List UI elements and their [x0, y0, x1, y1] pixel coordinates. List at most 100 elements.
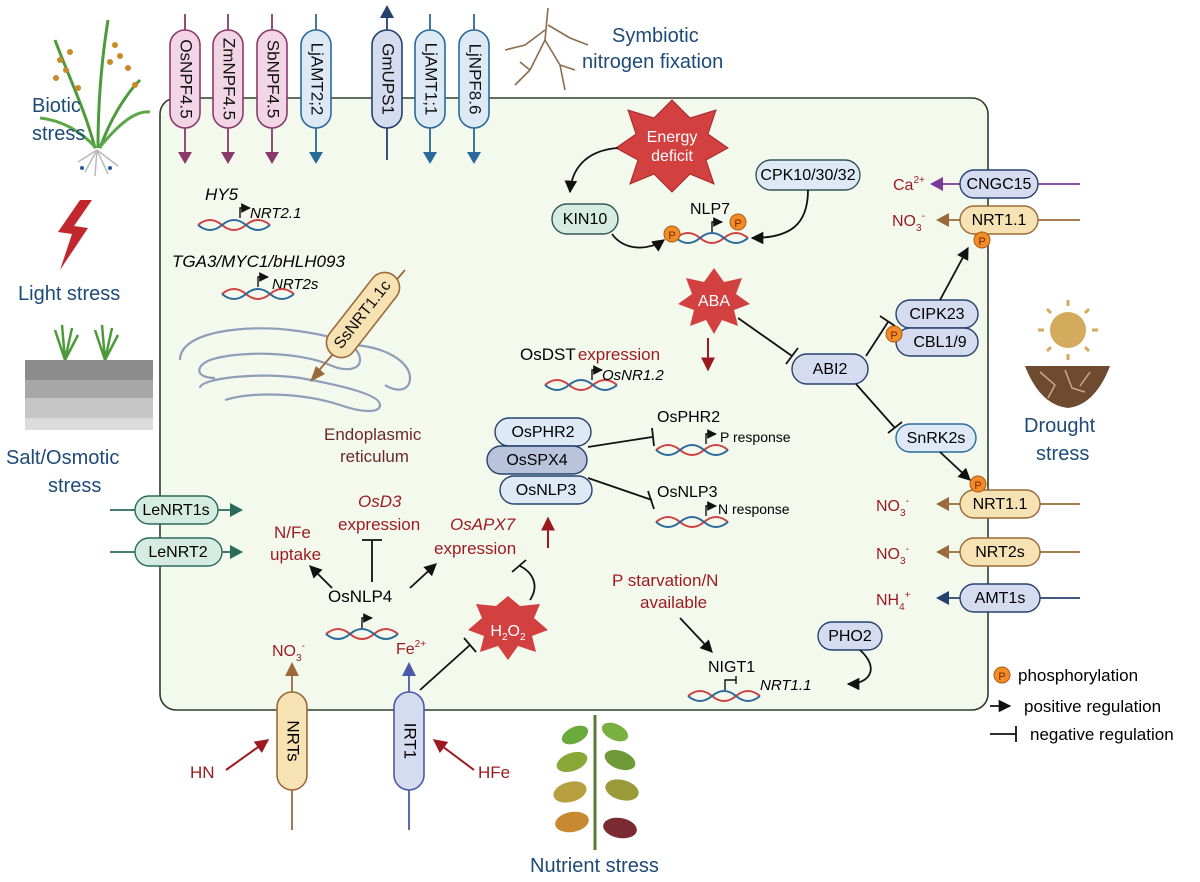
osspx4-label: OsSPX4: [506, 452, 567, 469]
phospho-icon: [885, 325, 903, 343]
irt1-pill: [393, 691, 425, 791]
pho2-node: [817, 621, 883, 651]
er-label-2: reticulum: [340, 447, 409, 466]
amt1s-label: AMT1s: [975, 590, 1026, 607]
osapx7-label: OsAPX7: [450, 515, 516, 534]
hfe-label: HFe: [478, 763, 510, 782]
hy5-nrt21-gene: HY5 NRT2.1: [197, 185, 301, 231]
abi2-label: ABI2: [813, 361, 848, 378]
svg-text:NRT2s: NRT2s: [272, 276, 319, 293]
nrts-label: NRTs: [284, 720, 303, 761]
osd3-expression-label: expression: [338, 515, 420, 534]
svg-text:P: P: [974, 480, 981, 492]
abi2-node: [791, 353, 869, 385]
osnlp3-gene-label: OsNLP3: [657, 484, 718, 501]
cipk23-label: CIPK23: [909, 306, 964, 323]
osnlp4-gene: [325, 613, 399, 640]
osnlp3-label: OsNLP3: [516, 482, 577, 499]
lenrt1s-label: LeNRT1s: [142, 502, 209, 519]
legend: P phosphorylation positive regulation ne…: [990, 666, 1174, 744]
legend-negative: negative regulation: [1030, 725, 1174, 744]
svg-text:TGA3/MYC1/bHLH093: TGA3/MYC1/bHLH093: [172, 252, 345, 271]
ljamt22-label: LjAMT2;2: [308, 43, 327, 116]
osspx4-node: [486, 445, 588, 475]
cpk-label: CPK10/30/32: [760, 167, 855, 184]
salt-soil-icon: [25, 324, 153, 430]
svg-text:P: P: [978, 236, 985, 248]
nlp7-label: NLP7: [690, 201, 730, 218]
nh4-label: NH4+: [876, 590, 911, 613]
nrt11-mid-label: NRT1.1: [973, 496, 1028, 513]
gmups1-label: GmUPS1: [379, 43, 398, 115]
svg-text:P response: P response: [720, 429, 791, 445]
svg-text:P: P: [998, 671, 1005, 683]
cell-membrane: [159, 97, 989, 711]
zmnpf45-label: ZmNPF4.5: [220, 38, 239, 120]
osnlp3-gene: N response: [655, 501, 790, 528]
phospho-icon: [729, 213, 747, 231]
energy-label: Energy: [647, 129, 698, 146]
nrts-pill: [276, 691, 308, 791]
roots-icon: [504, 7, 589, 91]
legend-phosphorylation: phosphorylation: [1018, 666, 1138, 685]
nigt1-label: NIGT1: [708, 659, 755, 676]
osd3-label: OsD3: [358, 492, 402, 511]
drought-label-1: Drought: [1024, 415, 1096, 437]
phospho-icon: [969, 475, 987, 493]
osnlp4-label: OsNLP4: [328, 587, 392, 606]
svg-text:HY5: HY5: [205, 185, 239, 204]
aba-star: [678, 268, 750, 334]
legend-phospho-icon: [993, 666, 1011, 684]
ssnrt11c-pill: [325, 271, 401, 359]
deficit-label: deficit: [651, 148, 693, 165]
top-transporters: OsNPF4.5 ZmNPF4.5 SbNPF4.5 LjAMT2;2 GmUP…: [169, 5, 490, 164]
er-icon: [178, 327, 412, 413]
hn-label: HN: [190, 763, 215, 782]
osphr2-gene: P response: [655, 429, 791, 456]
lenrt1s-node: [134, 495, 219, 525]
osnlp3-node: [499, 475, 593, 505]
nrt11-top-label: NRT1.1: [972, 212, 1027, 229]
nigt1-nrt11-gene: NRT1.1: [687, 676, 811, 702]
legend-positive: positive regulation: [1024, 697, 1161, 716]
er-label-1: Endoplasmic: [324, 425, 422, 444]
svg-text:OsNR1.2: OsNR1.2: [602, 367, 664, 384]
ljamt11-label: LjAMT1;1: [422, 43, 441, 116]
nlp7-gene: [675, 217, 749, 244]
nrt2s-node: [959, 537, 1041, 567]
phospho-icon: [663, 225, 681, 243]
osnpf45-label: OsNPF4.5: [177, 39, 196, 118]
aba-label: ABA: [698, 293, 730, 310]
kin10-node: [551, 203, 619, 235]
kin10-label: KIN10: [563, 211, 608, 228]
cbl19-label: CBL1/9: [913, 334, 966, 351]
cngc15-label: CNGC15: [967, 176, 1032, 193]
salt-stress-label-2: stress: [48, 475, 101, 497]
nrt11-top-node: [959, 205, 1039, 235]
no3-nrt2s-label: NO3-: [876, 544, 909, 567]
cngc15-node: [959, 169, 1039, 199]
nrt2s-label: NRT2s: [975, 544, 1025, 561]
symbiotic-label-2: nitrogen fixation: [582, 51, 723, 73]
salt-stress-label-1: Salt/Osmotic: [6, 447, 119, 469]
sbnpf45-label: SbNPF4.5: [264, 40, 283, 118]
biotic-stress-label-1: Biotic: [32, 95, 81, 117]
svg-text:P: P: [668, 230, 675, 242]
ljnpf86-label: LjNPF8.6: [466, 44, 485, 115]
snrk2s-label: SnRK2s: [907, 430, 966, 447]
svg-text:P: P: [734, 218, 741, 230]
svg-text:N response: N response: [718, 501, 790, 517]
pho2-label: PHO2: [828, 628, 872, 645]
no3-top-label: NO3-: [892, 211, 925, 234]
osnr12-gene: OsNR1.2: [544, 365, 664, 391]
osphr2-gene-label: OsPHR2: [657, 409, 720, 426]
nrt11-mid-node: [959, 489, 1041, 519]
drought-icon: [1025, 300, 1110, 408]
snrk2s-node: [895, 423, 977, 453]
osphr2-label: OsPHR2: [511, 424, 574, 441]
irt1-label: IRT1: [401, 723, 420, 760]
nutrient-stress-label: Nutrient stress: [530, 855, 659, 877]
p-starvation-label-2: available: [640, 593, 707, 612]
